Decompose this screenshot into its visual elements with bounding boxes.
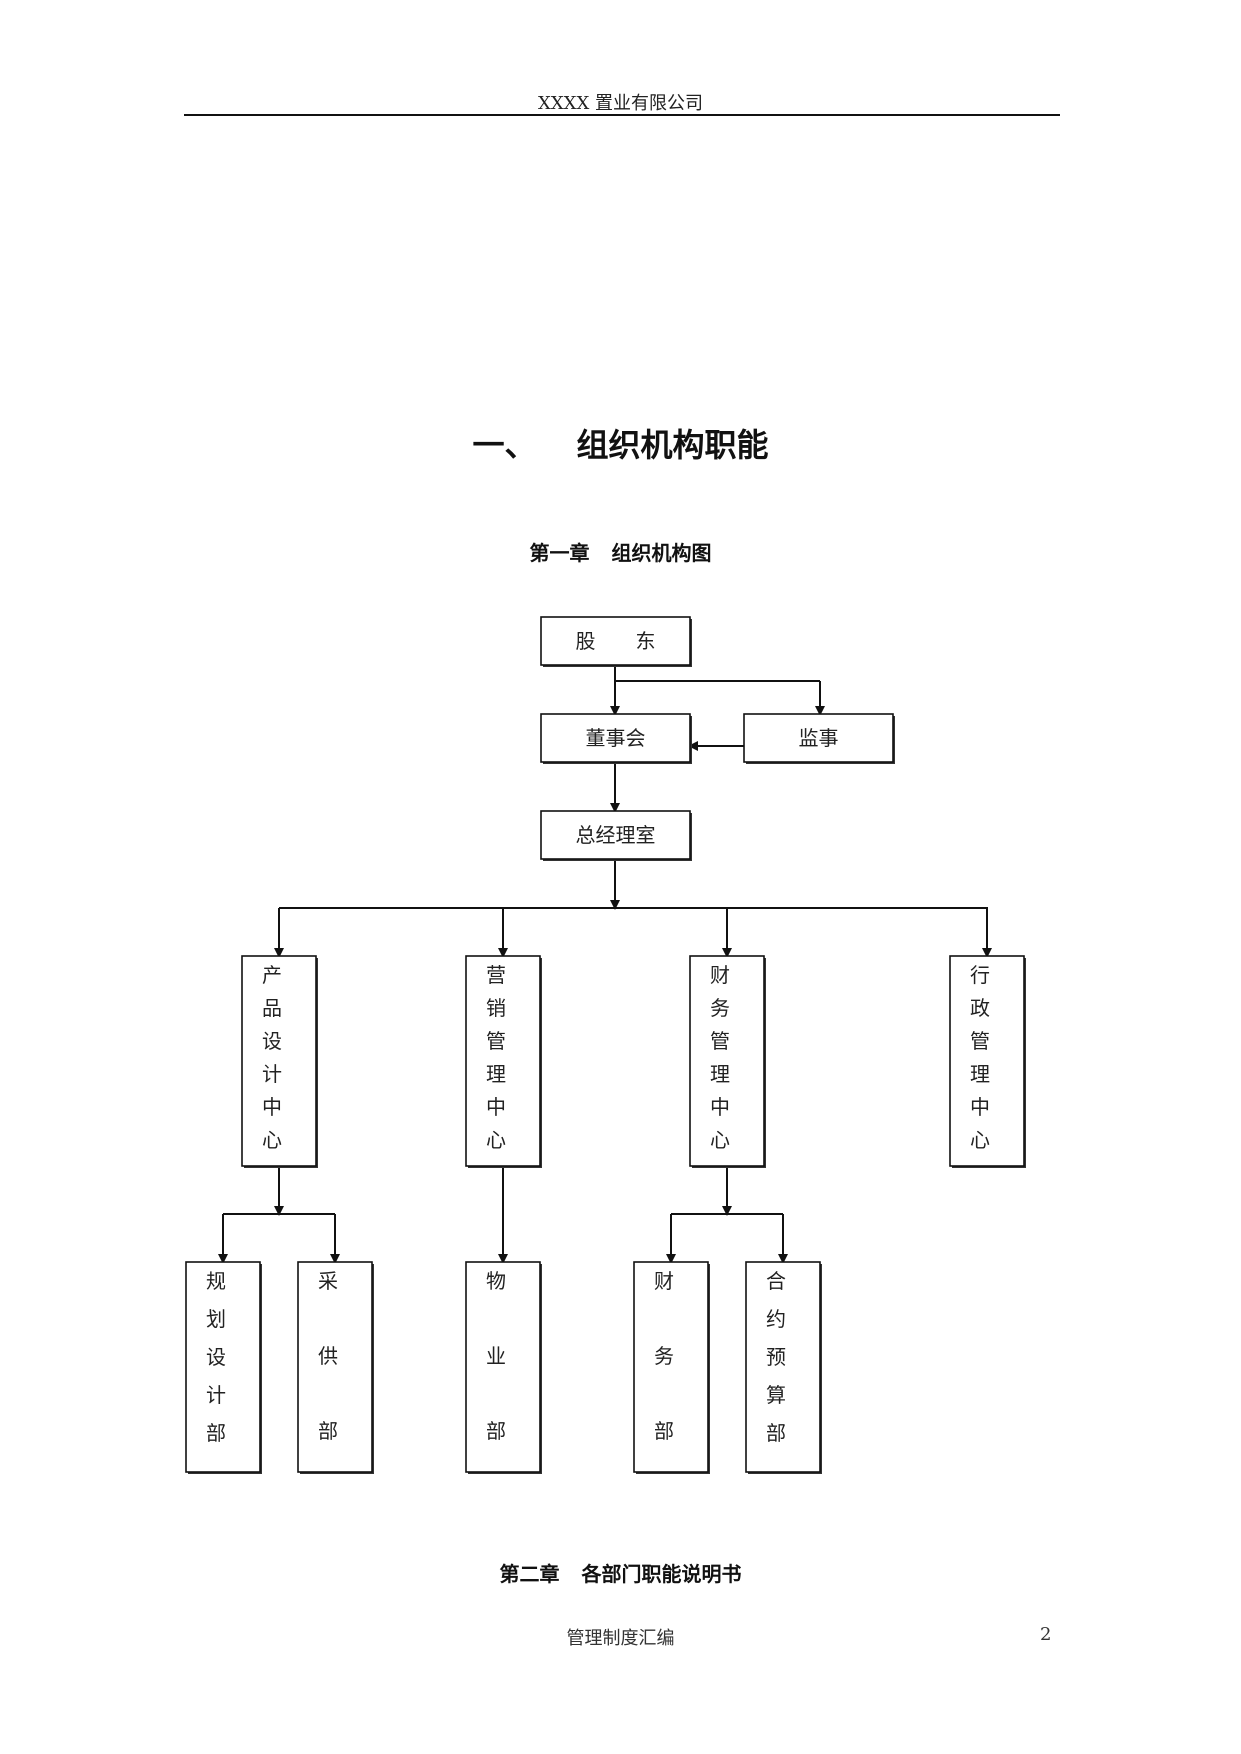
- box-gm-office: 总经理室: [540, 810, 692, 861]
- box-center-admin-char: 政: [970, 996, 990, 1020]
- box-center-design-char: 心: [262, 1128, 282, 1152]
- box-dept-finance: 财务部: [633, 1261, 710, 1474]
- box-dept-contract-char: 预: [766, 1345, 786, 1369]
- header-rule: [184, 114, 1060, 116]
- box-center-design-char: 计: [262, 1062, 282, 1086]
- section-title-text: 组织机构职能: [576, 426, 769, 464]
- box-center-marketing-char: 销: [486, 996, 506, 1020]
- box-dept-planning-char: 规: [206, 1269, 226, 1293]
- box-dept-planning-char: 部: [206, 1421, 226, 1445]
- box-dept-finance-char: 务: [654, 1344, 674, 1368]
- box-center-finance-char: 财: [710, 963, 730, 987]
- box-dept-planning-char: 计: [206, 1383, 226, 1407]
- box-center-admin-char: 管: [970, 1029, 990, 1053]
- box-center-finance-char: 管: [710, 1029, 730, 1053]
- box-supervisor-label: 监事: [799, 726, 839, 750]
- box-dept-contract-char: 约: [766, 1307, 786, 1331]
- box-dept-property-char: 物: [486, 1269, 506, 1293]
- box-dept-planning-char: 划: [206, 1307, 226, 1331]
- box-center-finance-char: 务: [710, 996, 730, 1020]
- box-center-finance-char: 中: [710, 1095, 730, 1119]
- chapter-1-title: 组织机构图: [611, 541, 712, 565]
- box-center-design-char: 产: [262, 963, 282, 987]
- page-number: 2: [1040, 1624, 1052, 1645]
- box-center-marketing-char: 中: [486, 1095, 506, 1119]
- page-header: XXXX 置业有限公司: [538, 93, 703, 114]
- box-center-design-char: 中: [262, 1095, 282, 1119]
- org-chart-connectors: [218, 665, 992, 1264]
- box-center-finance-char: 理: [710, 1062, 730, 1086]
- box-center-design-char: 品: [262, 996, 282, 1020]
- section-title: 一、 组织机构职能: [0, 420, 1241, 466]
- chapter-2-number: 第二章: [499, 1562, 560, 1586]
- box-gm-office-label: 总经理室: [576, 823, 656, 847]
- chapter-1-number: 第一章: [529, 541, 590, 565]
- box-dept-procurement: 采供部: [297, 1261, 374, 1474]
- chapter-2-heading: 第二章各部门职能说明书: [0, 1558, 1241, 1587]
- box-dept-contract-char: 算: [766, 1383, 786, 1407]
- box-center-marketing-char: 心: [486, 1128, 506, 1152]
- box-dept-finance-char: 部: [654, 1419, 674, 1443]
- box-dept-procurement-char: 部: [318, 1419, 338, 1443]
- box-dept-property-char: 部: [486, 1419, 506, 1443]
- box-dept-property-char: 业: [486, 1344, 506, 1368]
- box-dept-procurement-char: 供: [318, 1344, 338, 1368]
- chapter-1-heading: 第一章组织机构图: [0, 537, 1241, 566]
- box-center-marketing-char: 营: [486, 963, 506, 987]
- box-center-admin-char: 理: [970, 1062, 990, 1086]
- box-dept-contract-char: 合: [766, 1269, 786, 1293]
- box-center-admin-char: 心: [970, 1128, 990, 1152]
- box-shareholders-label: 股 东: [576, 629, 656, 653]
- section-number: 一、: [472, 426, 537, 464]
- page-footer: 管理制度汇编: [566, 1628, 675, 1649]
- box-center-marketing-char: 管: [486, 1029, 506, 1053]
- box-dept-contract-char: 部: [766, 1421, 786, 1445]
- box-center-admin-char: 行: [970, 963, 990, 987]
- box-dept-property: 物业部: [465, 1261, 542, 1474]
- box-shareholders: 股 东: [540, 616, 692, 667]
- org-chart-boxes: 股 东董事会监事总经理室产品设计中心营销管理中心财务管理中心行政管理中心规划设计…: [185, 616, 1026, 1474]
- box-board-label: 董事会: [586, 726, 646, 750]
- box-center-admin-char: 中: [970, 1095, 990, 1119]
- chapter-2-title: 各部门职能说明书: [581, 1562, 742, 1586]
- box-dept-procurement-char: 采: [318, 1269, 338, 1293]
- box-dept-planning-char: 设: [206, 1345, 226, 1369]
- box-dept-finance-char: 财: [654, 1269, 674, 1293]
- box-supervisor: 监事: [743, 713, 895, 764]
- box-center-marketing-char: 理: [486, 1062, 506, 1086]
- box-center-design-char: 设: [262, 1029, 282, 1053]
- box-board: 董事会: [540, 713, 692, 764]
- box-center-finance-char: 心: [710, 1128, 730, 1152]
